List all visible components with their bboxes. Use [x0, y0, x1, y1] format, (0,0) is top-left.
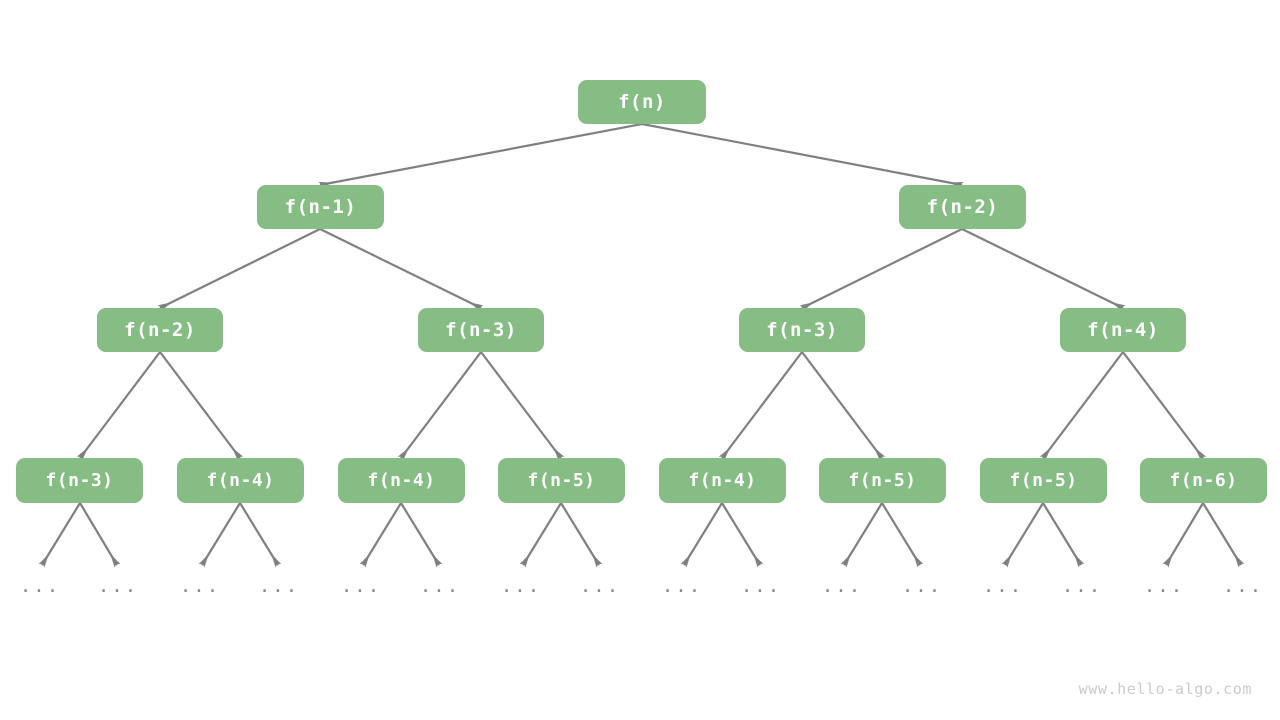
ellipsis-marker: ...	[982, 575, 1024, 597]
tree-edge	[318, 122, 643, 189]
tree-node: f(n-2)	[97, 308, 223, 352]
tree-edge	[881, 502, 924, 568]
tree-edge	[79, 502, 121, 568]
tree-edge	[1162, 502, 1204, 568]
tree-node: f(n-5)	[980, 458, 1107, 503]
tree-edge	[961, 228, 1126, 312]
tree-node: f(n-3)	[418, 308, 544, 352]
tree-node: f(n-5)	[498, 458, 625, 503]
ellipsis-marker: ...	[19, 575, 61, 597]
tree-node: f(n-3)	[16, 458, 143, 503]
tree-node: f(n)	[578, 80, 706, 124]
tree-edge	[159, 351, 244, 461]
ellipsis-marker: ...	[579, 575, 621, 597]
tree-edge	[1202, 502, 1245, 568]
tree-edge	[680, 502, 723, 568]
tree-edge	[721, 502, 764, 568]
tree-edge	[76, 351, 161, 461]
ellipsis-marker: ...	[419, 575, 461, 597]
ellipsis-marker: ...	[340, 575, 382, 597]
ellipsis-marker: ...	[1143, 575, 1185, 597]
ellipsis-marker: ...	[740, 575, 782, 597]
tree-edge	[840, 502, 883, 568]
tree-edge	[1039, 351, 1124, 461]
tree-edge	[198, 502, 241, 568]
tree-node: f(n-3)	[739, 308, 865, 352]
tree-edge	[641, 122, 964, 189]
ellipsis-marker: ...	[179, 575, 221, 597]
tree-edge	[519, 502, 562, 568]
ellipsis-marker: ...	[1222, 575, 1264, 597]
tree-edge	[1122, 351, 1207, 461]
tree-edge	[480, 351, 565, 461]
watermark: www.hello-algo.com	[1078, 680, 1252, 698]
tree-edge	[718, 351, 803, 461]
tree-node: f(n-4)	[338, 458, 465, 503]
tree-node: f(n-5)	[819, 458, 946, 503]
ellipsis-marker: ...	[500, 575, 542, 597]
tree-node: f(n-4)	[659, 458, 786, 503]
tree-edge	[157, 228, 321, 312]
tree-edge	[38, 502, 81, 568]
tree-edge	[801, 351, 886, 461]
ellipsis-marker: ...	[661, 575, 703, 597]
ellipsis-marker: ...	[1061, 575, 1103, 597]
tree-edge	[400, 502, 443, 568]
tree-edge	[560, 502, 603, 568]
tree-edge	[397, 351, 482, 461]
tree-node: f(n-6)	[1140, 458, 1267, 503]
ellipsis-marker: ...	[821, 575, 863, 597]
ellipsis-marker: ...	[901, 575, 943, 597]
tree-edge	[319, 228, 484, 312]
tree-edge	[359, 502, 402, 568]
ellipsis-marker: ...	[97, 575, 139, 597]
tree-node: f(n-4)	[177, 458, 304, 503]
tree-edge	[799, 228, 963, 312]
tree-node: f(n-4)	[1060, 308, 1186, 352]
tree-edge	[1001, 502, 1044, 568]
tree-edge	[1042, 502, 1085, 568]
tree-edge	[239, 502, 282, 568]
tree-node: f(n-1)	[257, 185, 384, 229]
tree-node: f(n-2)	[899, 185, 1026, 229]
ellipsis-marker: ...	[258, 575, 300, 597]
